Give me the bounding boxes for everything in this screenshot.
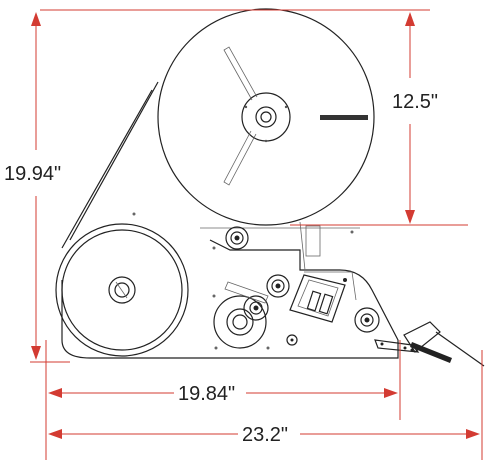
web-left-path: [69, 81, 159, 241]
rewind-roll-outer: [55, 223, 189, 357]
guide-roller-mid: [266, 274, 290, 298]
supply-roll: [157, 8, 375, 226]
peel-tip: [374, 321, 485, 367]
rewind-roll-slot: [115, 281, 128, 299]
base-length-arrow-left: [48, 388, 62, 398]
small-idler: [286, 334, 298, 346]
rivet: [266, 346, 270, 350]
rivet: [132, 212, 136, 216]
dancer-arm: [224, 281, 269, 304]
supply-roll-spoke-1: [223, 46, 258, 101]
rivet: [214, 346, 218, 350]
base-plate: [61, 239, 399, 359]
rewind-roll: [55, 223, 189, 357]
overall-height-label: 19.94": [4, 163, 61, 185]
roll-diameter-arrow-bottom: [405, 210, 415, 224]
base-length-label: 19.84": [178, 383, 235, 405]
nip-roller-large: [213, 295, 267, 349]
peel-head-housing: [289, 274, 346, 323]
overall-length-arrow-right: [466, 429, 480, 439]
rivet: [244, 105, 248, 109]
rivet: [212, 294, 216, 298]
rewind-roll-axle: [114, 282, 130, 298]
overall-length-label: 23.2": [242, 424, 288, 446]
rewind-roll-band: [61, 229, 183, 351]
supply-roll-hub: [255, 106, 277, 128]
bracket-block: [305, 225, 321, 257]
rivet: [264, 139, 268, 143]
applicator-machine: [55, 8, 485, 367]
supply-roll-axle: [260, 111, 272, 123]
overall-length-arrow-left: [48, 429, 62, 439]
dimension-lines: [30, 9, 483, 460]
supply-roll-spoke-2: [223, 130, 257, 186]
peel-bracket: [299, 221, 306, 271]
web-left-path-inner: [61, 89, 153, 249]
peel-head: [289, 271, 357, 323]
rewind-roll-hub: [108, 276, 136, 304]
rivet: [212, 246, 216, 250]
roll-diameter-label: 12.5": [392, 91, 438, 113]
base-length-arrow-right: [384, 388, 398, 398]
roll-diameter-arrow-top: [405, 12, 415, 26]
roll-clamp: [320, 115, 368, 120]
guide-roller-right: [354, 307, 380, 333]
overall-height-arrow-bottom: [31, 346, 41, 360]
guide-roller-top: [225, 226, 249, 250]
overall-height-arrow-top: [31, 12, 41, 26]
rivet: [350, 230, 354, 234]
rivet: [284, 105, 288, 109]
supply-roll-outer: [157, 8, 375, 226]
